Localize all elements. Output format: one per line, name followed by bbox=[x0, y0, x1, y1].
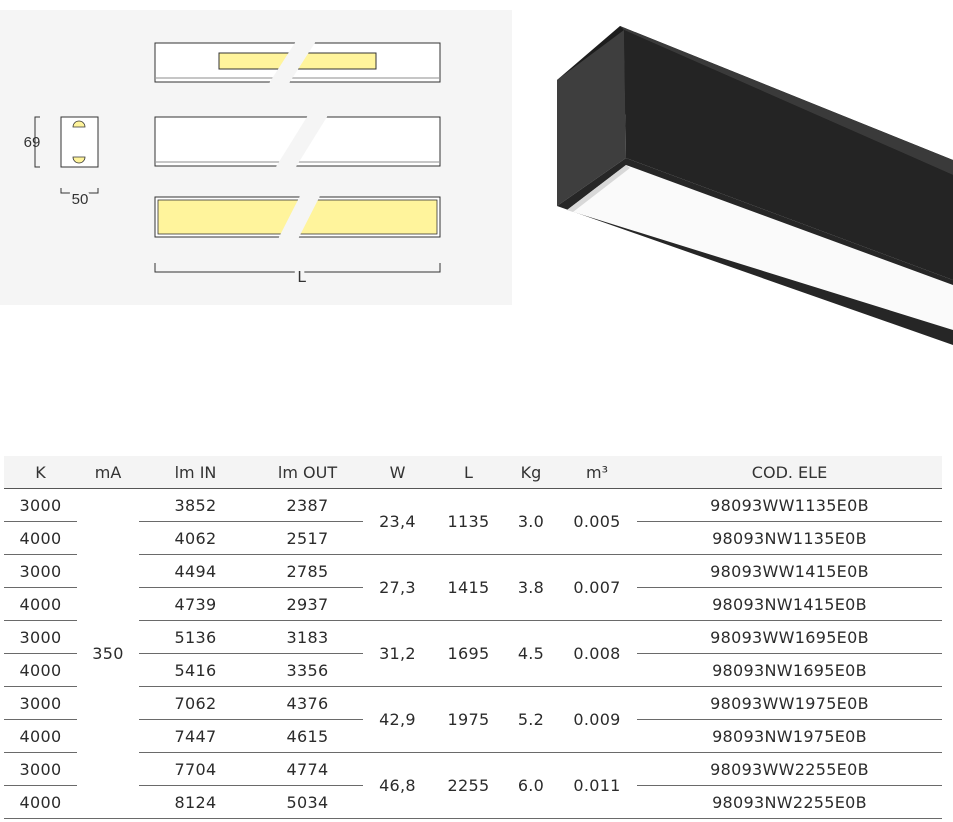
code-cell: 98093NW2255E0B bbox=[637, 785, 942, 819]
cross-section-drawing bbox=[34, 116, 99, 194]
lm-out-cell: 2517 bbox=[252, 521, 363, 555]
spec-table: K mA lm IN lm OUT W L Kg m³ COD. ELE 300… bbox=[4, 456, 942, 819]
code-cell: 98093WW1975E0B bbox=[637, 686, 942, 720]
k-cell: 4000 bbox=[4, 587, 77, 621]
k-cell: 3000 bbox=[4, 620, 77, 654]
lm-in-cell: 8124 bbox=[139, 785, 252, 819]
lm-out-cell: 2387 bbox=[252, 488, 363, 522]
k-cell: 4000 bbox=[4, 653, 77, 687]
k-cell: 3000 bbox=[4, 488, 77, 522]
weight-cell: 5.2 bbox=[505, 686, 557, 753]
length-cell: 1695 bbox=[432, 620, 505, 687]
lm-out-cell: 4615 bbox=[252, 719, 363, 753]
header-ma: mA bbox=[77, 456, 139, 489]
table-row: 3000 7704 4774 46,8 2255 6.0 0.011 98093… bbox=[4, 752, 942, 819]
k-cell: 3000 bbox=[4, 752, 77, 786]
width-dimension-label: 50 bbox=[72, 191, 89, 208]
weight-cell: 3.8 bbox=[505, 554, 557, 621]
lm-out-cell: 4774 bbox=[252, 752, 363, 786]
volume-cell: 0.009 bbox=[557, 686, 637, 753]
lm-in-cell: 3852 bbox=[139, 488, 252, 522]
volume-cell: 0.008 bbox=[557, 620, 637, 687]
code-cell: 98093NW1695E0B bbox=[637, 653, 942, 687]
table-row: 3000 4494 2785 27,3 1415 3.8 0.007 98093… bbox=[4, 554, 942, 621]
table-row: 4000 7447 4615 98093NW1975E0B bbox=[4, 719, 942, 753]
watt-cell: 23,4 bbox=[363, 488, 432, 555]
lm-out-cell: 2785 bbox=[252, 554, 363, 588]
code-cell: 98093WW1415E0B bbox=[637, 554, 942, 588]
length-cell: 1975 bbox=[432, 686, 505, 753]
header-lm-out: lm OUT bbox=[252, 456, 363, 489]
length-dimension-label: L bbox=[298, 269, 307, 286]
k-cell: 3000 bbox=[4, 686, 77, 720]
lm-out-cell: 4376 bbox=[252, 686, 363, 720]
current-cell: 350 bbox=[77, 488, 139, 819]
header-l: L bbox=[432, 456, 505, 489]
watt-cell: 27,3 bbox=[363, 554, 432, 621]
code-cell: 98093NW1975E0B bbox=[637, 719, 942, 753]
code-cell: 98093WW1695E0B bbox=[637, 620, 942, 654]
volume-cell: 0.011 bbox=[557, 752, 637, 819]
lm-in-cell: 4739 bbox=[139, 587, 252, 621]
code-cell: 98093NW1135E0B bbox=[637, 521, 942, 555]
lm-in-cell: 4062 bbox=[139, 521, 252, 555]
k-cell: 4000 bbox=[4, 719, 77, 753]
table-row: 3000 5136 3183 31,2 1695 4.5 0.008 98093… bbox=[4, 620, 942, 687]
volume-cell: 0.007 bbox=[557, 554, 637, 621]
header-m3: m³ bbox=[557, 456, 637, 489]
lm-out-cell: 2937 bbox=[252, 587, 363, 621]
weight-cell: 6.0 bbox=[505, 752, 557, 819]
lm-in-cell: 7704 bbox=[139, 752, 252, 786]
lm-out-cell: 3183 bbox=[252, 620, 363, 654]
header-kg: Kg bbox=[505, 456, 557, 489]
length-cell: 1135 bbox=[432, 488, 505, 555]
break-line bbox=[266, 38, 330, 243]
weight-cell: 4.5 bbox=[505, 620, 557, 687]
volume-cell: 0.005 bbox=[557, 488, 637, 555]
watt-cell: 46,8 bbox=[363, 752, 432, 819]
k-cell: 3000 bbox=[4, 554, 77, 588]
length-cell: 2255 bbox=[432, 752, 505, 819]
technical-drawing: 69 50 L bbox=[0, 10, 953, 345]
watt-cell: 31,2 bbox=[363, 620, 432, 687]
table-row: 4000 4062 2517 98093NW1135E0B bbox=[4, 521, 942, 555]
code-cell: 98093NW1415E0B bbox=[637, 587, 942, 621]
watt-cell: 42,9 bbox=[363, 686, 432, 753]
weight-cell: 3.0 bbox=[505, 488, 557, 555]
lm-out-cell: 3356 bbox=[252, 653, 363, 687]
lm-out-cell: 5034 bbox=[252, 785, 363, 819]
header-k: K bbox=[4, 456, 77, 489]
height-dimension-label: 69 bbox=[24, 134, 41, 151]
k-cell: 4000 bbox=[4, 521, 77, 555]
lm-in-cell: 5416 bbox=[139, 653, 252, 687]
k-cell: 4000 bbox=[4, 785, 77, 819]
length-cell: 1415 bbox=[432, 554, 505, 621]
header-code: COD. ELE bbox=[637, 456, 942, 489]
length-dimension-line bbox=[154, 263, 441, 273]
header-w: W bbox=[363, 456, 432, 489]
code-cell: 98093WW2255E0B bbox=[637, 752, 942, 786]
lm-in-cell: 7062 bbox=[139, 686, 252, 720]
code-cell: 98093WW1135E0B bbox=[637, 488, 942, 522]
table-row: 4000 8124 5034 98093NW2255E0B bbox=[4, 785, 942, 819]
lm-in-cell: 5136 bbox=[139, 620, 252, 654]
table-row: 3000 350 3852 2387 23,4 1135 3.0 0.005 9… bbox=[4, 488, 942, 819]
table-row: 3000 7062 4376 42,9 1975 5.2 0.009 98093… bbox=[4, 686, 942, 753]
product-render bbox=[557, 26, 953, 345]
lm-in-cell: 7447 bbox=[139, 719, 252, 753]
lm-in-cell: 4494 bbox=[139, 554, 252, 588]
header-lm-in: lm IN bbox=[139, 456, 252, 489]
table-row: 4000 4739 2937 98093NW1415E0B bbox=[4, 587, 942, 621]
table-header-row: K mA lm IN lm OUT W L Kg m³ COD. ELE bbox=[4, 456, 942, 489]
table-row: 4000 5416 3356 98093NW1695E0B bbox=[4, 653, 942, 687]
